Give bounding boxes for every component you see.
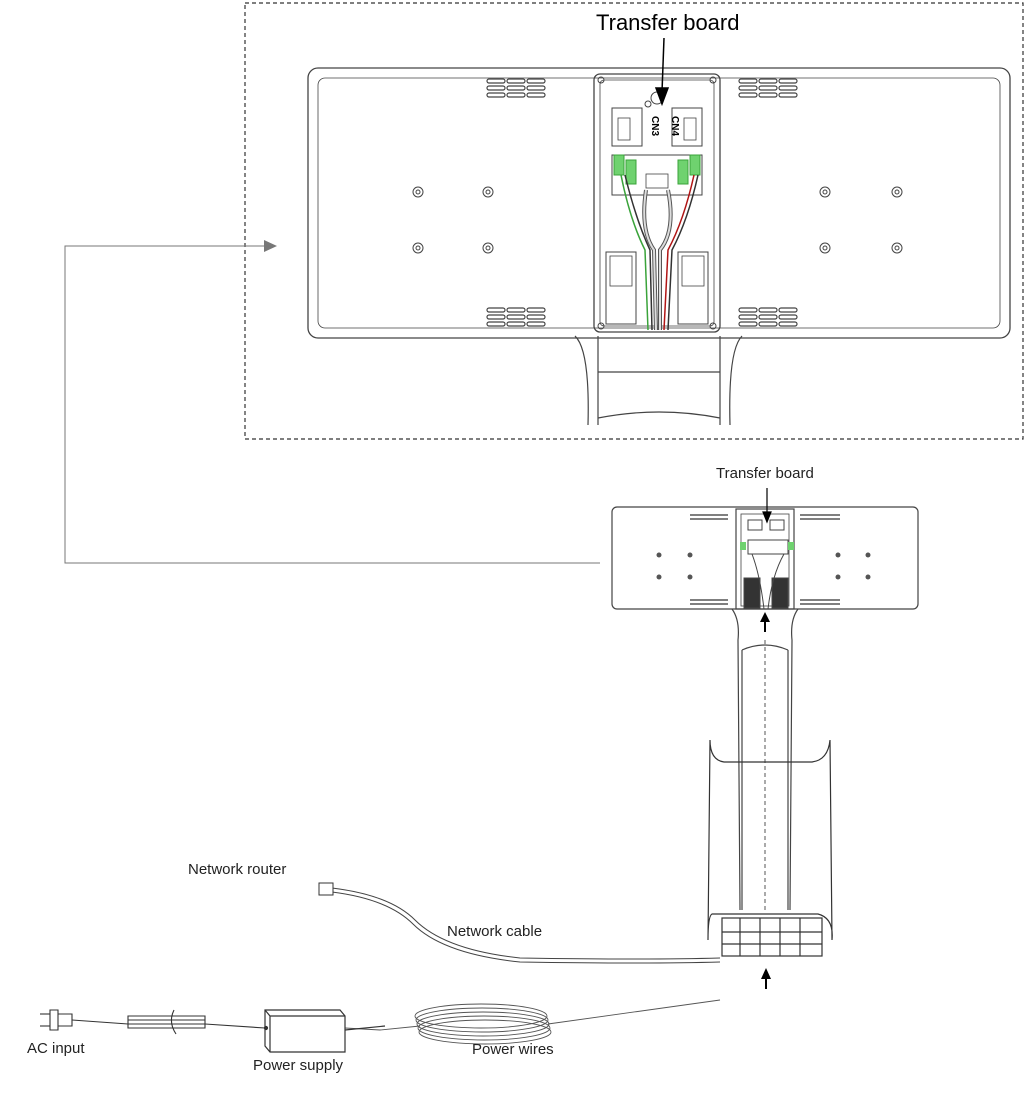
power-supply-label: Power supply xyxy=(253,1057,343,1074)
ac-input-plug xyxy=(40,1010,265,1034)
network-router-plug xyxy=(319,883,333,895)
unit-vents xyxy=(690,515,840,604)
base-arrow xyxy=(761,968,771,989)
power-wires-label: Power wires xyxy=(472,1041,554,1058)
detail-label-arrow xyxy=(656,38,668,104)
callout-arrowhead xyxy=(264,240,277,252)
unit-transfer-board xyxy=(744,520,788,608)
network-cable-label: Network cable xyxy=(447,923,542,940)
cn4-label: CN4 xyxy=(669,116,680,136)
transfer-board-detail-label: Transfer board xyxy=(596,10,739,36)
detail-mount-holes xyxy=(413,187,902,253)
cn3-label: CN3 xyxy=(649,116,660,136)
power-supply-body xyxy=(265,1010,386,1052)
ac-input-label: AC input xyxy=(27,1040,85,1057)
transfer-board-label: Transfer board xyxy=(716,465,814,482)
unit-panel xyxy=(612,507,918,609)
network-router-label: Network router xyxy=(188,861,286,878)
unit-mount-holes xyxy=(657,553,871,580)
unit-pole xyxy=(732,609,798,910)
unit-base xyxy=(708,740,836,956)
detail-stand-neck xyxy=(575,336,742,425)
unit-label-arrow xyxy=(763,488,771,522)
pole-top-arrow xyxy=(760,612,770,632)
power-wires-coil xyxy=(345,1000,720,1044)
callout-connector xyxy=(65,246,600,563)
